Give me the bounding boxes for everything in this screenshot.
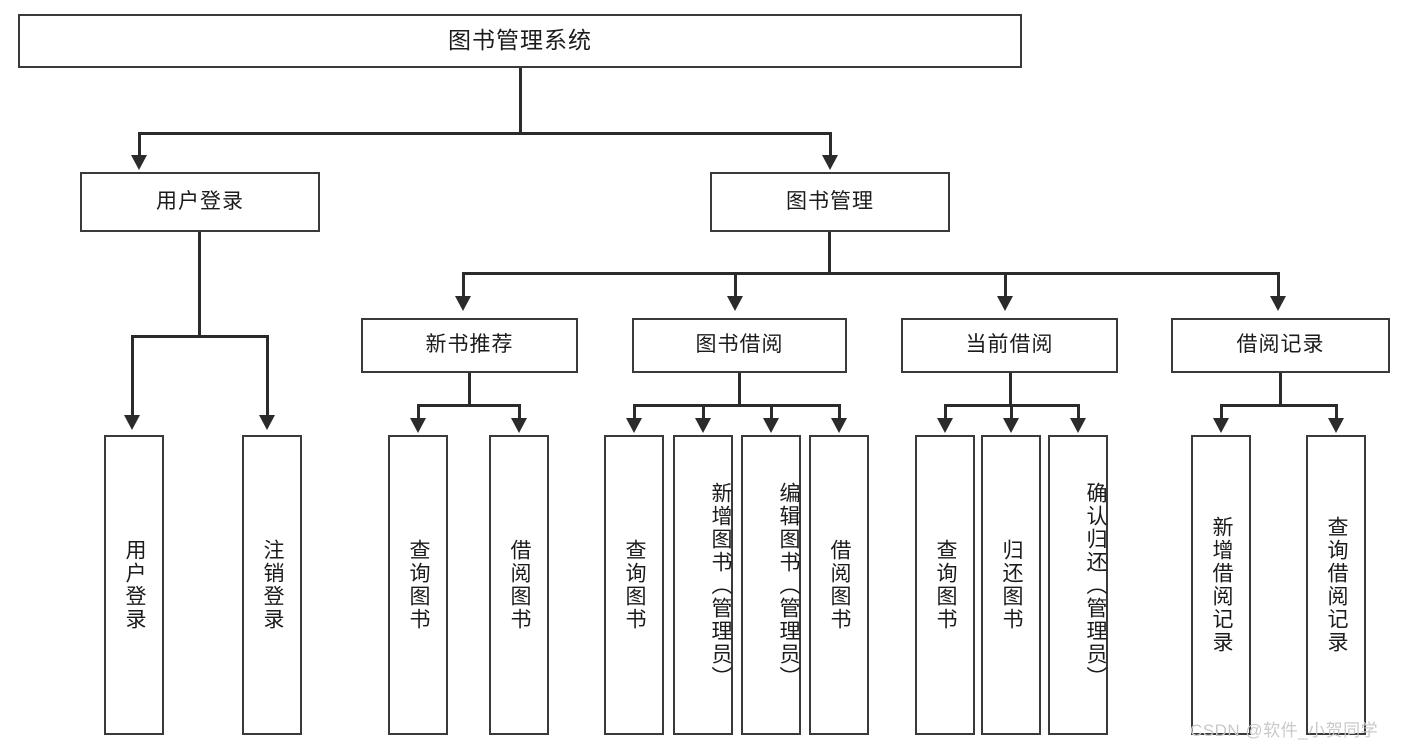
connector-root-to-book-manage <box>829 132 832 157</box>
node-label: 查询图书 <box>623 539 647 631</box>
connector-br-bus <box>1220 404 1338 407</box>
connector-nbr-bus <box>417 404 521 407</box>
arrow-to-leaf-cb-return <box>1003 418 1019 433</box>
node-label: 新增借阅记录 <box>1210 516 1234 654</box>
arrow-to-current-borrow <box>997 296 1013 311</box>
node-label: 图书管理系统 <box>448 27 592 54</box>
connector-nbr-left <box>417 404 420 420</box>
connector-book-manage-bus <box>462 272 1280 275</box>
connector-user-login-bus <box>131 335 268 338</box>
arrow-to-leaf-nbr-query <box>410 418 426 433</box>
connector-br-right <box>1335 404 1338 420</box>
node-label: 确认归还（管理员） <box>1084 481 1107 689</box>
connector-root-bus <box>138 132 832 135</box>
node-borrow-record[interactable]: 借阅记录 <box>1171 318 1390 373</box>
node-leaf-br-query[interactable]: 查询借阅记录 <box>1306 435 1366 735</box>
node-leaf-cb-query[interactable]: 查询图书 <box>915 435 975 735</box>
node-label: 用户登录 <box>156 189 244 213</box>
connector-bm-to-borrow-record <box>1277 272 1280 298</box>
node-leaf-nbr-query[interactable]: 查询图书 <box>388 435 448 735</box>
node-book-borrow[interactable]: 图书借阅 <box>632 318 847 373</box>
arrow-root-to-book-manage <box>822 155 838 170</box>
connector-nbr-right <box>518 404 521 420</box>
arrow-to-borrow-record <box>1270 296 1286 311</box>
connector-user-login-left <box>131 335 134 417</box>
connector-cb-c1 <box>944 404 947 420</box>
connector-root-stem <box>519 68 522 132</box>
connector-cb-stem <box>1009 373 1012 404</box>
arrow-to-book-borrow <box>727 296 743 311</box>
connector-user-login-stem <box>198 232 201 335</box>
node-label: 用户登录 <box>123 539 147 631</box>
arrow-to-leaf-user-login <box>124 415 140 430</box>
arrow-to-leaf-bb-query <box>626 418 642 433</box>
connector-bb-c2 <box>702 404 705 420</box>
node-label: 编辑图书（管理员） <box>777 481 800 689</box>
node-root-system[interactable]: 图书管理系统 <box>18 14 1022 68</box>
node-leaf-br-add[interactable]: 新增借阅记录 <box>1191 435 1251 735</box>
arrow-to-leaf-nbr-borrow <box>511 418 527 433</box>
node-leaf-user-logout[interactable]: 注销登录 <box>242 435 302 735</box>
node-leaf-bb-add[interactable]: 新增图书（管理员） <box>673 435 733 735</box>
arrow-to-leaf-user-logout <box>259 415 275 430</box>
connector-root-to-user-login <box>138 132 141 157</box>
connector-book-manage-stem <box>828 232 831 272</box>
arrow-to-new-book-rec <box>455 296 471 311</box>
connector-cb-c3 <box>1077 404 1080 420</box>
node-label: 图书管理 <box>786 189 874 213</box>
node-current-borrow[interactable]: 当前借阅 <box>901 318 1118 373</box>
arrow-to-leaf-br-add <box>1213 418 1229 433</box>
node-leaf-bb-query[interactable]: 查询图书 <box>604 435 664 735</box>
node-label: 新书推荐 <box>425 333 514 357</box>
arrow-to-leaf-bb-edit <box>763 418 779 433</box>
node-leaf-bb-borrow[interactable]: 借阅图书 <box>809 435 869 735</box>
connector-bb-bus <box>633 404 841 407</box>
node-label: 当前借阅 <box>965 333 1054 357</box>
connector-br-left <box>1220 404 1223 420</box>
node-label: 注销登录 <box>261 539 285 631</box>
connector-bb-stem <box>738 373 741 404</box>
node-label: 归还图书 <box>1000 539 1024 631</box>
connector-br-stem <box>1279 373 1282 404</box>
node-leaf-nbr-borrow[interactable]: 借阅图书 <box>489 435 549 735</box>
node-label: 查询图书 <box>407 539 431 631</box>
connector-user-login-right <box>266 335 269 417</box>
node-leaf-bb-edit[interactable]: 编辑图书（管理员） <box>741 435 801 735</box>
connector-bb-c4 <box>838 404 841 420</box>
connector-bm-to-current-borrow <box>1004 272 1007 298</box>
connector-nbr-stem <box>468 373 471 404</box>
arrow-to-leaf-bb-add <box>695 418 711 433</box>
connector-bm-to-book-borrow <box>734 272 737 298</box>
node-label: 图书借阅 <box>695 333 784 357</box>
arrow-to-leaf-cb-query <box>937 418 953 433</box>
node-leaf-cb-return[interactable]: 归还图书 <box>981 435 1041 735</box>
node-leaf-user-login[interactable]: 用户登录 <box>104 435 164 735</box>
node-user-login[interactable]: 用户登录 <box>80 172 320 232</box>
node-book-manage[interactable]: 图书管理 <box>710 172 950 232</box>
connector-bb-c1 <box>633 404 636 420</box>
arrow-root-to-user-login <box>131 155 147 170</box>
arrow-to-leaf-cb-confirm <box>1070 418 1086 433</box>
connector-cb-c2 <box>1010 404 1013 420</box>
connector-bm-to-new-book-rec <box>462 272 465 298</box>
node-label: 新增图书（管理员） <box>709 481 732 689</box>
node-label: 查询借阅记录 <box>1325 516 1349 654</box>
node-label: 借阅记录 <box>1236 333 1325 357</box>
node-new-book-rec[interactable]: 新书推荐 <box>361 318 578 373</box>
arrow-to-leaf-bb-borrow <box>831 418 847 433</box>
arrow-to-leaf-br-query <box>1328 418 1344 433</box>
node-label: 查询图书 <box>934 539 958 631</box>
node-label: 借阅图书 <box>508 539 532 631</box>
connector-bb-c3 <box>770 404 773 420</box>
node-label: 借阅图书 <box>828 539 852 631</box>
node-leaf-cb-confirm[interactable]: 确认归还（管理员） <box>1048 435 1108 735</box>
